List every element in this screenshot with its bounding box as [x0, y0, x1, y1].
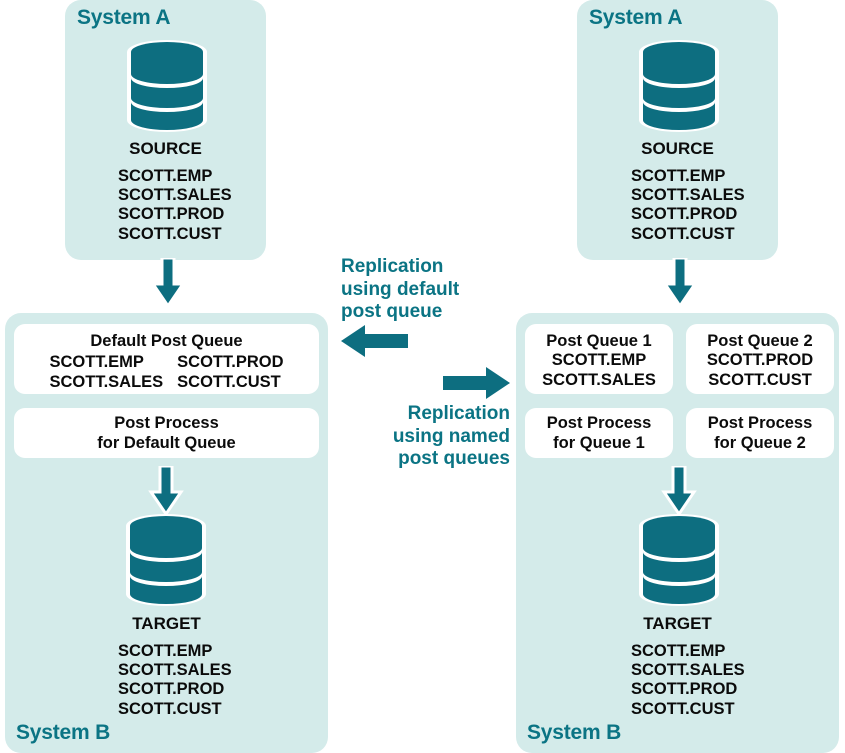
table-name: SCOTT.PROD [118, 205, 225, 224]
post-queue-2-title: Post Queue 2 [707, 332, 813, 350]
table-name: SCOTT.SALES [631, 186, 745, 205]
right-source-title: SOURCE [641, 139, 714, 158]
right-target-database-icon [636, 512, 722, 608]
table-name: SCOTT.SALES [542, 370, 656, 389]
post-process-queue-2-box: Post Process for Queue 2 [686, 408, 834, 458]
right-target-title: TARGET [643, 614, 712, 633]
arrow-right-icon [443, 366, 511, 400]
post-process-queue-1-box: Post Process for Queue 1 [525, 408, 673, 458]
left-source-title: SOURCE [129, 139, 202, 158]
left-arrow-process-to-target [148, 466, 184, 516]
right-system-b-label: System B [527, 721, 622, 744]
table-name: SCOTT.CUST [708, 370, 812, 389]
table-name: SCOTT.PROD [631, 205, 738, 224]
table-name: SCOTT.EMP [118, 642, 213, 660]
replication-named-caption: Replication using named post queues [392, 403, 510, 469]
table-name: SCOTT.SALES [118, 186, 232, 205]
table-name: SCOTT.CUST [118, 224, 222, 243]
default-post-process-box: Post Process for Default Queue [14, 408, 319, 458]
table-name: SCOTT.PROD [706, 351, 814, 369]
post-queue-1-box: Post Queue 1 SCOTT.EMP SCOTT.SALES [525, 324, 673, 394]
table-name: SCOTT.EMP [118, 167, 213, 185]
table-name: SCOTT.SALES [631, 661, 745, 680]
post-process-line-1: Post Process [114, 414, 219, 432]
right-target-table-list: SCOTT.EMP SCOTT.SALES SCOTT.PROD SCOTT.C… [631, 642, 745, 719]
left-target-title: TARGET [132, 614, 201, 633]
left-system-b-label: System B [16, 721, 111, 744]
table-name: SCOTT.EMP [551, 351, 647, 369]
post-process-line-1: Post Process [707, 414, 813, 432]
table-name: SCOTT.EMP [49, 353, 144, 371]
post-process-line-2: for Queue 1 [553, 434, 645, 452]
post-queue-2-box: Post Queue 2 SCOTT.PROD SCOTT.CUST [686, 324, 834, 394]
post-process-line-1: Post Process [546, 414, 652, 432]
replication-default-caption: Replication using default post queue [341, 256, 460, 322]
table-name: SCOTT.SALES [49, 372, 164, 391]
left-system-a-label: System A [77, 6, 171, 29]
table-name: SCOTT.CUST [631, 224, 735, 243]
left-target-table-list: SCOTT.EMP SCOTT.SALES SCOTT.PROD SCOTT.C… [118, 642, 232, 719]
right-source-table-list: SCOTT.EMP SCOTT.SALES SCOTT.PROD SCOTT.C… [631, 167, 745, 244]
table-name: SCOTT.CUST [118, 699, 222, 718]
table-name: SCOTT.EMP [631, 642, 726, 660]
table-name: SCOTT.CUST [631, 699, 735, 718]
right-system-a-label: System A [589, 6, 683, 29]
table-name: SCOTT.EMP [631, 167, 726, 185]
default-post-queue-title: Default Post Queue [90, 332, 243, 350]
left-source-database-icon [124, 38, 210, 134]
left-source-table-list: SCOTT.EMP SCOTT.SALES SCOTT.PROD SCOTT.C… [118, 167, 232, 244]
right-source-database-icon [636, 38, 722, 134]
default-post-queue-column-1: SCOTT.EMP SCOTT.SALES [49, 353, 163, 392]
table-name: SCOTT.CUST [177, 372, 281, 391]
right-arrow-source-to-queue [662, 258, 698, 308]
default-post-queue-box: Default Post Queue SCOTT.EMP SCOTT.SALES… [14, 324, 319, 394]
default-post-queue-column-2: SCOTT.PROD SCOTT.CUST [177, 353, 283, 392]
post-process-line-2: for Queue 2 [714, 434, 806, 452]
post-queue-1-title: Post Queue 1 [546, 332, 652, 350]
table-name: SCOTT.PROD [118, 680, 225, 699]
left-arrow-source-to-queue [150, 258, 186, 308]
right-arrow-process-to-target [661, 466, 697, 516]
left-target-database-icon [123, 512, 209, 608]
table-name: SCOTT.PROD [177, 353, 284, 371]
table-name: SCOTT.SALES [118, 661, 232, 680]
table-name: SCOTT.PROD [631, 680, 738, 699]
arrow-left-icon [340, 324, 408, 358]
post-process-line-2: for Default Queue [97, 434, 236, 452]
